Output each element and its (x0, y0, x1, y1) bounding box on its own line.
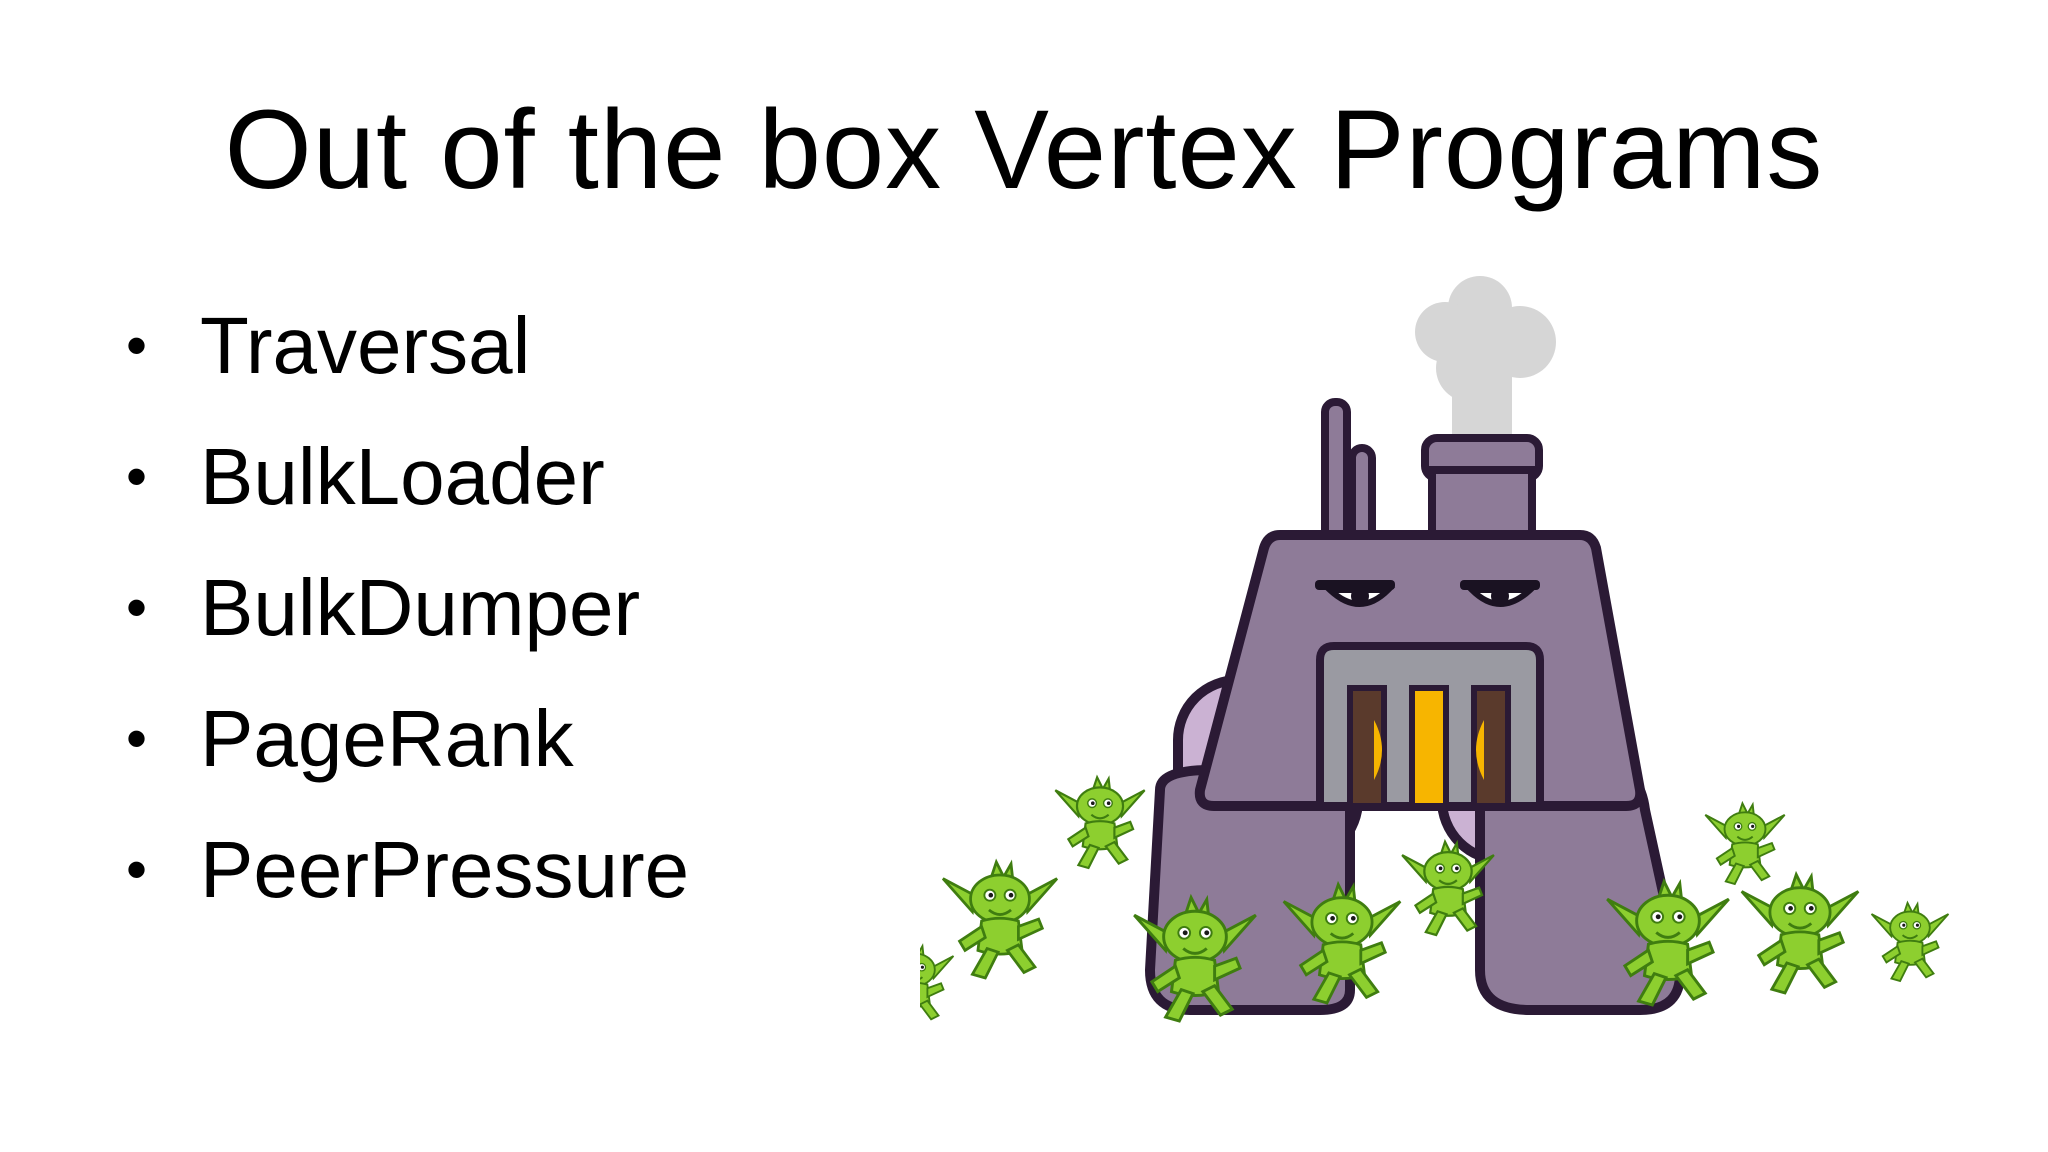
list-item: • PeerPressure (126, 804, 689, 935)
goblin-icon (1740, 873, 1860, 995)
factory-eyes-icon (1315, 580, 1540, 607)
goblin-icon (941, 860, 1059, 980)
bullet-list: • Traversal • BulkLoader • BulkDumper • … (126, 280, 689, 935)
goblin-icon (1870, 901, 1950, 982)
slide-title: Out of the box Vertex Programs (224, 87, 1824, 212)
goblin-icon (1704, 802, 1786, 885)
factory-robot-illustration (920, 276, 1950, 1024)
bullet-text: BulkLoader (200, 431, 605, 521)
bullet-dot-icon: • (126, 573, 148, 641)
bullet-dot-icon: • (126, 311, 148, 379)
furnace-grate-icon (1316, 642, 1544, 810)
bullet-text: Traversal (200, 300, 531, 390)
list-item: • BulkDumper (126, 542, 689, 673)
list-item: • BulkLoader (126, 411, 689, 542)
bullet-dot-icon: • (126, 835, 148, 903)
goblin-icon (920, 943, 955, 1024)
bullet-text: BulkDumper (200, 562, 641, 652)
bullet-dot-icon: • (126, 442, 148, 510)
bullet-dot-icon: • (126, 704, 148, 772)
list-item: • PageRank (126, 673, 689, 804)
smoke-icon (1415, 276, 1556, 450)
bullet-text: PageRank (200, 693, 574, 783)
bullet-text: PeerPressure (200, 824, 690, 914)
list-item: • Traversal (126, 280, 689, 411)
goblin-icon (1054, 776, 1146, 870)
